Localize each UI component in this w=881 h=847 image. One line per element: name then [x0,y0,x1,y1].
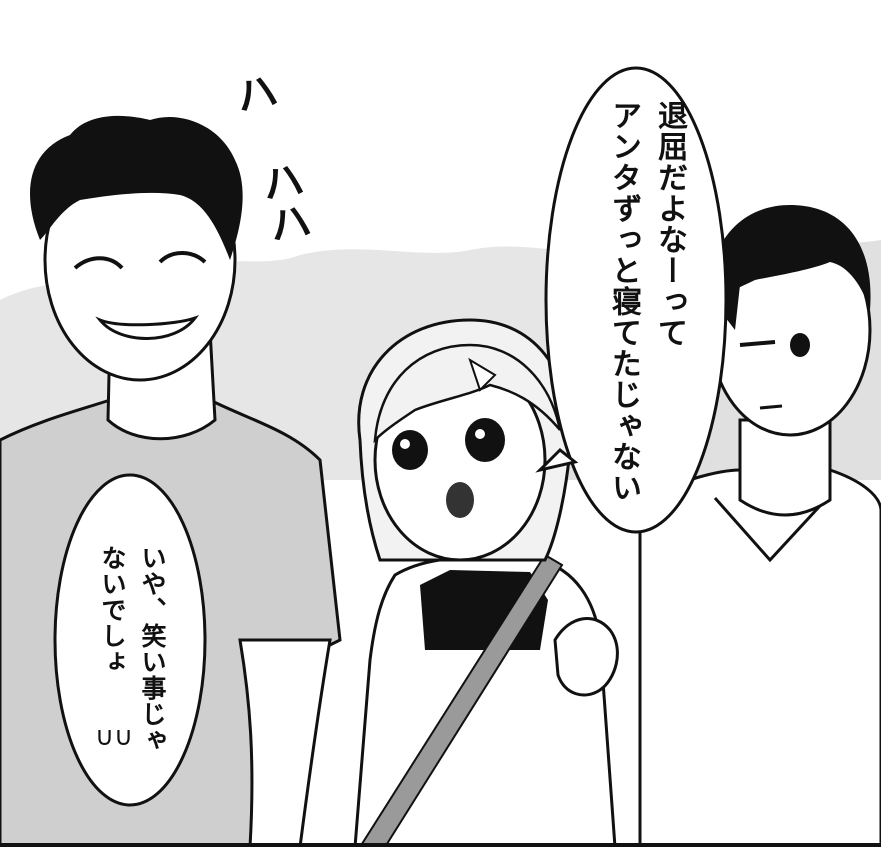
speech-1-line-1: 退屈だよなーって [652,100,687,348]
laugh-sfx-top: ハ [225,67,282,119]
speech-bubble-2 [53,473,207,807]
girl [353,318,619,847]
right-boy [638,205,881,847]
laugh-sfx-bottom: ハハ [252,156,315,248]
speech-1-line-2: アンタずっと寝てたじゃない [606,100,641,503]
sweat-mark: ∪∪ [95,722,134,752]
speech-bubble-1 [544,66,728,534]
speech-2-text: いや、笑い事じゃ ないでしょ [92,545,172,753]
speech-2-line-2: ないでしょ [98,545,127,675]
speech-1-text: 退屈だよなーって アンタずっと寝てたじゃない [600,100,692,503]
speech-2-line-1: いや、笑い事じゃ [138,545,167,753]
